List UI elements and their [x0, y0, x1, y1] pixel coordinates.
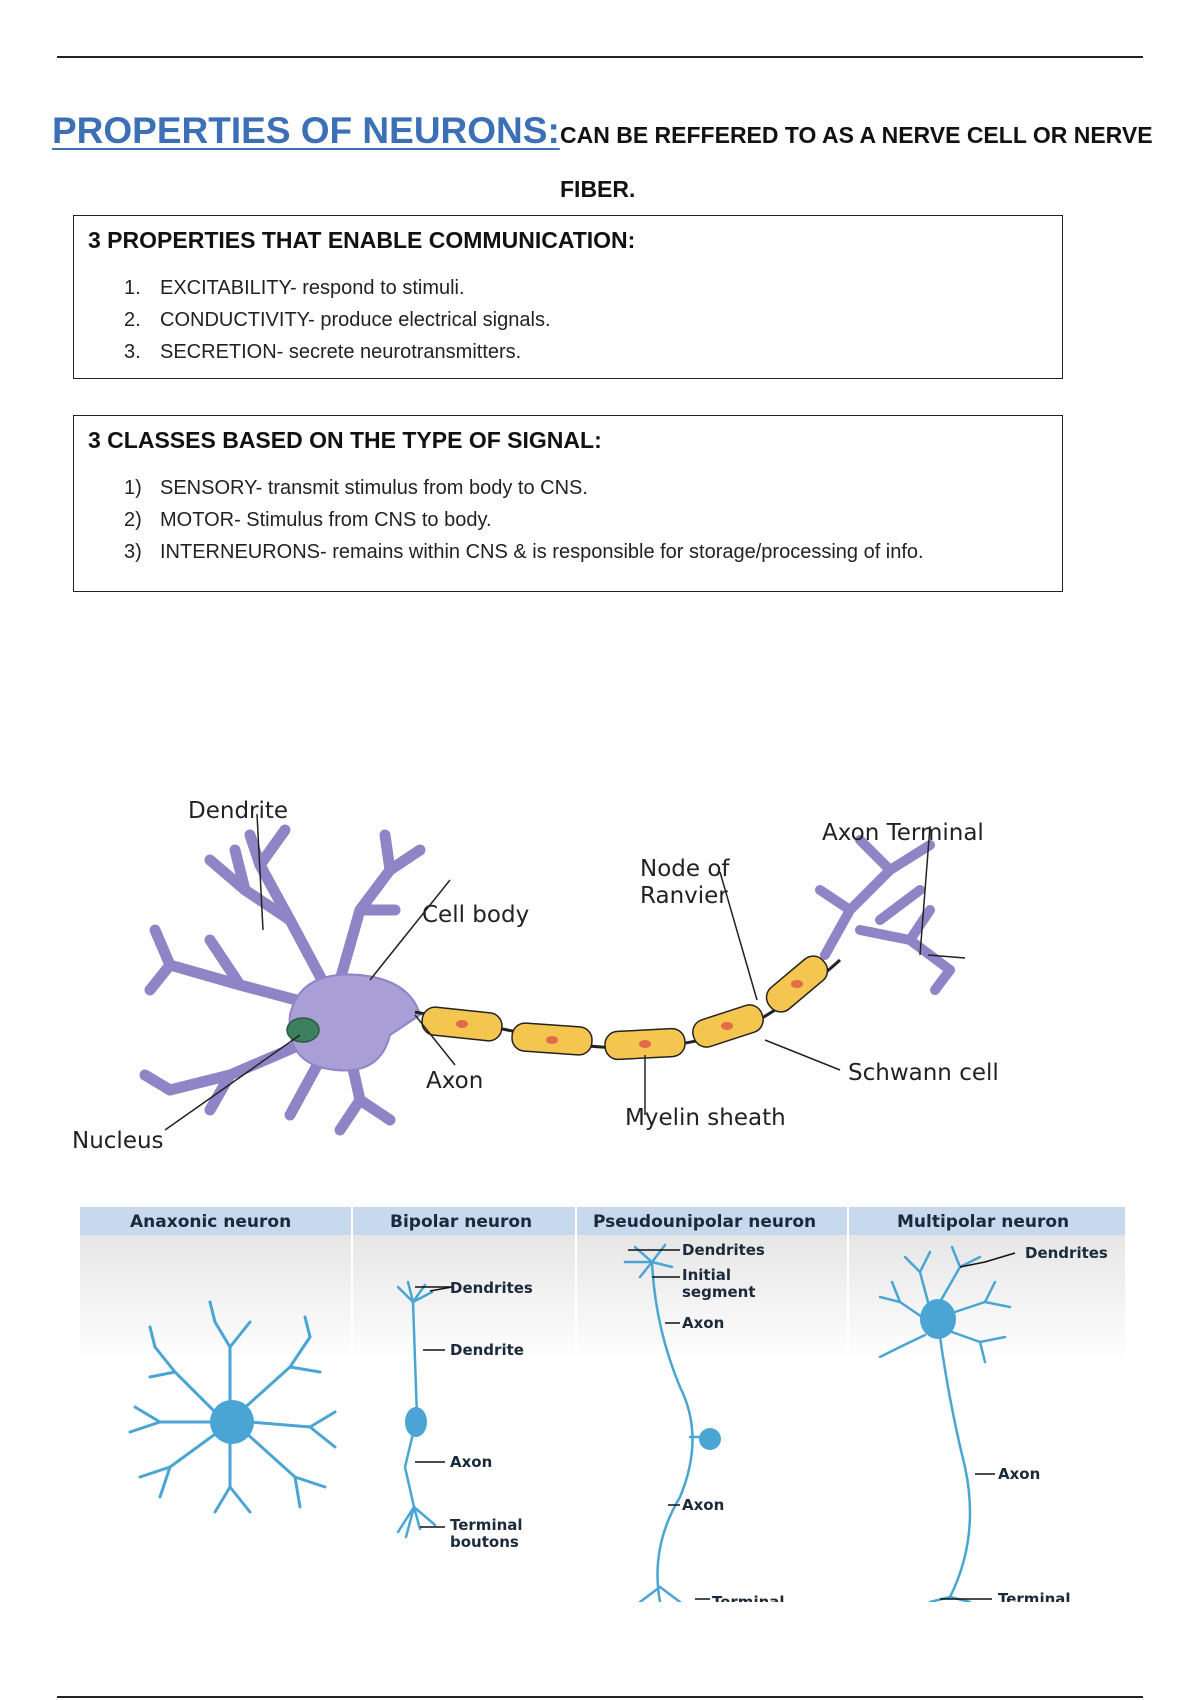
list-text: CONDUCTIVITY- produce electrical signals…	[160, 309, 551, 331]
neuron-illustration	[139, 824, 955, 1136]
label-dendrite: Dendrite	[188, 798, 288, 824]
list-item: 3) INTERNEURONS- remains within CNS & is …	[124, 536, 924, 568]
classes-heading: 3 CLASSES BASED ON THE TYPE OF SIGNAL:	[88, 427, 602, 453]
bipolar-axon-label: Axon	[450, 1453, 492, 1471]
label-node-of: Node of	[640, 856, 730, 882]
list-number: 3)	[124, 541, 142, 563]
anaxonic-neuron	[128, 1300, 337, 1514]
nucleus	[286, 1017, 320, 1043]
list-text: INTERNEURONS- remains within CNS & is re…	[160, 541, 924, 563]
pseudounipolar-segment-label: segment	[682, 1283, 756, 1301]
multipolar-terminal-label: Terminal	[998, 1590, 1071, 1602]
label-nucleus: Nucleus	[72, 1128, 164, 1154]
list-text: MOTOR- Stimulus from CNS to body.	[160, 509, 492, 531]
bipolar-boutons-label: boutons	[450, 1533, 519, 1551]
types-header-bar	[80, 1207, 1125, 1602]
list-text: SECRETION- secrete neurotransmitters.	[160, 341, 522, 363]
neuron-types-diagram: Anaxonic neuron Bipolar neuron Pseudouni…	[80, 1207, 1125, 1602]
bipolar-terminal-label: Terminal	[450, 1516, 523, 1534]
title-definition-line-1: CAN BE REFFERED TO AS A NERVE CELL OR NE…	[560, 122, 1153, 148]
list-text: EXCITABILITY- respond to stimuli.	[160, 277, 465, 299]
multipolar-dendrites-label: Dendrites	[1025, 1244, 1108, 1262]
list-text: SENSORY- transmit stimulus from body to …	[160, 477, 588, 499]
list-number: 1)	[124, 477, 142, 499]
anaxonic-soma	[210, 1400, 254, 1444]
label-axon: Axon	[426, 1068, 483, 1094]
multipolar-axon-label: Axon	[998, 1465, 1040, 1483]
bipolar-soma	[405, 1407, 427, 1437]
pseudounipolar-axon-bottom-label: Axon	[682, 1496, 724, 1514]
pseudounipolar-terminal-label: Terminal	[712, 1593, 785, 1602]
pseudounipolar-initial-label: Initial	[682, 1266, 731, 1284]
types-background	[80, 1235, 1125, 1602]
page-title: PROPERTIES OF NEURONS:	[52, 110, 560, 151]
pseudounipolar-neuron	[623, 1243, 702, 1602]
pseudounipolar-dendrites-label: Dendrites	[682, 1241, 765, 1259]
multipolar-neuron	[878, 1245, 1012, 1602]
cell-body	[288, 973, 422, 1072]
pseudounipolar-leaders	[628, 1249, 710, 1600]
classes-list: 1) SENSORY- transmit stimulus from body t…	[124, 472, 924, 568]
header-pseudounipolar: Pseudounipolar neuron	[593, 1212, 816, 1232]
bottom-rule	[57, 1696, 1143, 1698]
list-number: 2)	[124, 509, 142, 531]
header-multipolar: Multipolar neuron	[897, 1212, 1069, 1232]
bipolar-dendrite-label: Dendrite	[450, 1341, 524, 1359]
label-cell-body: Cell body	[422, 902, 529, 928]
pseudounipolar-soma	[699, 1428, 721, 1450]
label-ranvier: Ranvier	[640, 883, 728, 909]
list-number: 1.	[124, 277, 141, 299]
top-rule	[57, 56, 1143, 58]
list-number: 2.	[124, 309, 141, 331]
multipolar-leaders	[940, 1252, 1016, 1600]
list-item: 1. EXCITABILITY- respond to stimuli.	[124, 272, 551, 304]
list-item: 2) MOTOR- Stimulus from CNS to body.	[124, 504, 924, 536]
label-schwann-cell: Schwann cell	[848, 1060, 999, 1086]
title-definition-line-2: FIBER.	[560, 176, 636, 202]
properties-heading: 3 PROPERTIES THAT ENABLE COMMUNICATION:	[88, 227, 636, 253]
label-myelin-sheath: Myelin sheath	[625, 1105, 786, 1131]
neuron-anatomy-diagram: Dendrite Axon Terminal Node of Ranvier C…	[72, 798, 999, 1154]
classes-box: 3 CLASSES BASED ON THE TYPE OF SIGNAL: 1…	[73, 415, 1063, 592]
bipolar-neuron	[396, 1280, 437, 1539]
bipolar-dendrites-label: Dendrites	[450, 1279, 533, 1297]
pseudounipolar-axon-top-label: Axon	[682, 1314, 724, 1332]
label-axon-terminal: Axon Terminal	[822, 820, 984, 846]
leader-lines	[164, 813, 966, 1131]
list-item: 3. SECRETION- secrete neurotransmitters.	[124, 336, 551, 368]
bipolar-leaders	[415, 1286, 453, 1528]
list-item: 2. CONDUCTIVITY- produce electrical signa…	[124, 304, 551, 336]
header-anaxonic: Anaxonic neuron	[130, 1212, 291, 1232]
header-bipolar: Bipolar neuron	[390, 1212, 532, 1232]
list-item: 1) SENSORY- transmit stimulus from body t…	[124, 472, 924, 504]
list-number: 3.	[124, 341, 141, 363]
properties-list: 1. EXCITABILITY- respond to stimuli. 2. CO…	[124, 272, 551, 368]
properties-box: 3 PROPERTIES THAT ENABLE COMMUNICATION: …	[73, 215, 1063, 379]
multipolar-soma	[920, 1299, 956, 1339]
